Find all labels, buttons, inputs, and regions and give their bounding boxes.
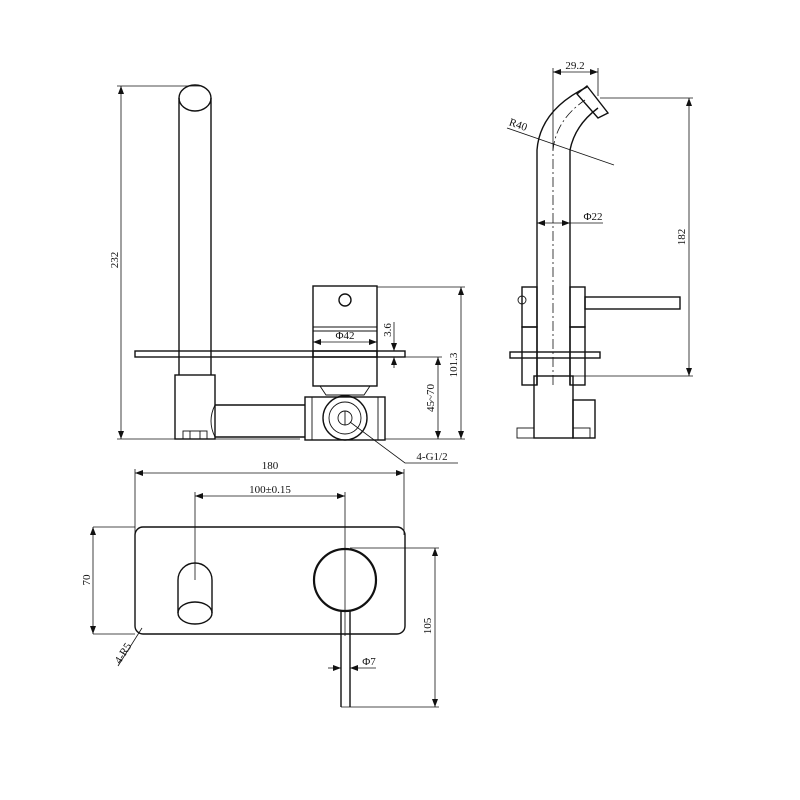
wall-plate-front (134, 350, 406, 358)
svg-text:4-G1/2: 4-G1/2 (416, 451, 447, 463)
svg-text:R40: R40 (507, 117, 529, 134)
dim-180: 180 (134, 460, 405, 535)
svg-text:180: 180 (262, 460, 279, 472)
front-view: 232 Φ (109, 84, 465, 464)
svg-text:105: 105 (422, 617, 434, 634)
valve-fitting (304, 395, 386, 441)
svg-text:Φ7: Φ7 (362, 656, 376, 668)
dim-3-6: 3.6 (382, 322, 397, 368)
dim-phi22: Φ22 (537, 211, 603, 226)
dim-phi42: Φ42 (313, 330, 377, 345)
wall-plate-side (509, 351, 601, 359)
side-view: 29.2 R40 Φ22 182 (506, 60, 693, 439)
spout-side (536, 85, 610, 385)
dim-105: 105 (422, 548, 438, 707)
svg-text:29.2: 29.2 (565, 60, 584, 72)
handle-plan (312, 547, 378, 613)
dim-101-3: 101.3 (377, 286, 465, 440)
leader-4-g1-2: 4-G1/2 (349, 421, 458, 464)
spout-front (174, 84, 216, 440)
dim-r40: R40 (506, 117, 615, 166)
wall-plate-plan (134, 526, 406, 635)
svg-text:Φ22: Φ22 (583, 211, 602, 223)
svg-text:100±0.15: 100±0.15 (249, 484, 291, 496)
dim-232: 232 (109, 85, 300, 440)
svg-text:70: 70 (81, 574, 93, 586)
handle-body-front (312, 285, 378, 396)
svg-text:Φ42: Φ42 (335, 330, 354, 342)
lever-side (584, 296, 681, 310)
handle-hole (338, 293, 352, 307)
dim-182: 182 (573, 97, 693, 377)
dim-45-70: 45~70 (405, 356, 442, 439)
lever-plan (340, 547, 439, 708)
dim-phi7: Φ7 (328, 656, 376, 671)
svg-text:182: 182 (676, 229, 688, 246)
svg-text:45~70: 45~70 (425, 384, 437, 412)
connecting-pipe (210, 404, 305, 438)
plan-view: 180 100±0.15 70 (81, 460, 439, 708)
svg-text:3.6: 3.6 (382, 323, 394, 337)
spout-plan (177, 562, 213, 625)
label-232: 232 (109, 252, 121, 269)
svg-text:101.3: 101.3 (448, 352, 460, 377)
dim-70: 70 (81, 526, 135, 635)
dim-29-2: 29.2 (552, 60, 599, 150)
handle-side (509, 286, 681, 439)
